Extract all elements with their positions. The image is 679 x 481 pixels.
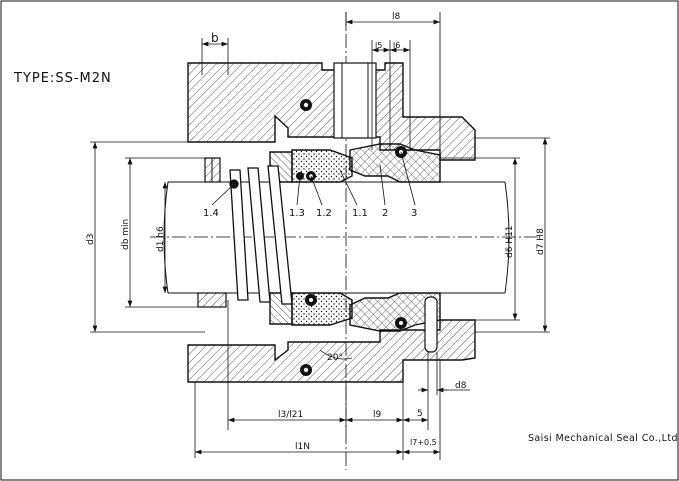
type-label: TYPE:SS-M2N	[13, 71, 112, 86]
shaft	[163, 181, 510, 294]
dim-l1n: l1N	[295, 442, 310, 452]
part-1-3: 1.3	[289, 208, 305, 219]
part-1-2: 1.2	[316, 208, 332, 219]
dim-d6-h11: d6 H11	[505, 225, 515, 258]
stationary-seat-lower	[349, 292, 441, 353]
dim-l3-l21: l3/l21	[278, 410, 303, 420]
dim-l6: l6	[393, 41, 400, 50]
dimension-lines	[90, 12, 550, 460]
dim-d1-h6: d1 h6	[156, 226, 166, 252]
dim-db-min: db min	[121, 219, 131, 250]
dim-l9: l9	[373, 410, 382, 420]
dim-d8: d8	[455, 381, 467, 391]
collar-lower	[197, 292, 227, 308]
rotating-face-upper	[269, 149, 353, 183]
part-1-4: 1.4	[203, 208, 219, 219]
dim-l7: l7+0.5	[410, 438, 437, 447]
dim-d7-h8: d7 H8	[536, 228, 546, 255]
dim-d3: d3	[86, 234, 96, 245]
set-screw	[204, 157, 221, 183]
part-3: 3	[411, 208, 417, 219]
dim-l8: l8	[392, 12, 401, 22]
dim-angle: 20°	[327, 353, 343, 363]
company-name: Saisi Mechanical Seal Co.,Ltd	[528, 433, 678, 444]
dim-b: b	[211, 31, 219, 45]
housing-upper	[187, 62, 476, 161]
part-2: 2	[382, 208, 388, 219]
dim-l5: l5	[375, 41, 382, 50]
housing-lower	[187, 319, 476, 383]
dim-s: 5	[417, 409, 423, 419]
stationary-seat-upper	[349, 143, 441, 183]
spring	[229, 165, 293, 305]
part-1-1: 1.1	[352, 208, 368, 219]
